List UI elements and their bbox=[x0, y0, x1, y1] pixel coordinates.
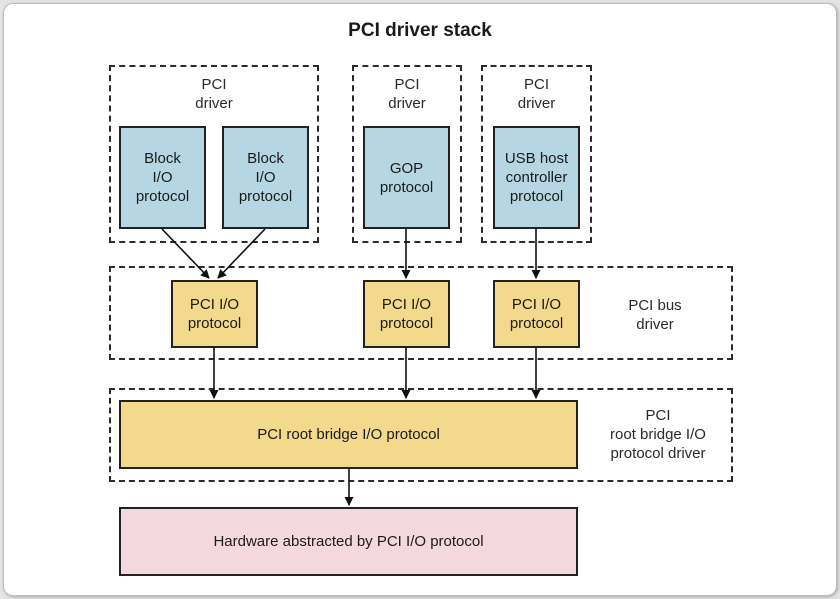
usb-host-controller-protocol-box: USB host controller protocol bbox=[493, 126, 580, 229]
pci-driver-group-middle bbox=[352, 65, 462, 243]
pci-bus-driver-group bbox=[109, 266, 733, 360]
pci-io-protocol-box-2: PCI I/O protocol bbox=[363, 280, 450, 348]
pci-root-bridge-driver-group bbox=[109, 388, 733, 482]
arrow-block-io-1-to-pci-io-1 bbox=[161, 228, 210, 279]
pci-io-protocol-box-3: PCI I/O protocol bbox=[493, 280, 580, 348]
pci-driver-label-right: PCI driver bbox=[517, 76, 556, 112]
gop-protocol-box: GOP protocol bbox=[363, 126, 450, 229]
hardware-abstracted-box: Hardware abstracted by PCI I/O protocol bbox=[119, 507, 578, 576]
pci-root-bridge-io-protocol-box: PCI root bridge I/O protocol bbox=[119, 400, 578, 469]
pci-driver-group-left bbox=[109, 65, 319, 243]
block-io-protocol-box-2: Block I/O protocol bbox=[222, 126, 309, 229]
pci-io-protocol-box-1: PCI I/O protocol bbox=[171, 280, 258, 348]
diagram-title: PCI driver stack bbox=[348, 20, 492, 41]
pci-driver-label-middle: PCI driver bbox=[388, 76, 426, 112]
pci-driver-label-left: PCI driver bbox=[195, 76, 233, 112]
pci-root-bridge-driver-label: PCI root bridge I/O protocol driver bbox=[610, 407, 706, 462]
arrow-block-io-2-to-pci-io-1 bbox=[217, 228, 266, 279]
pci-bus-driver-label: PCI bus driver bbox=[628, 297, 682, 333]
block-io-protocol-box-1: Block I/O protocol bbox=[119, 126, 206, 229]
